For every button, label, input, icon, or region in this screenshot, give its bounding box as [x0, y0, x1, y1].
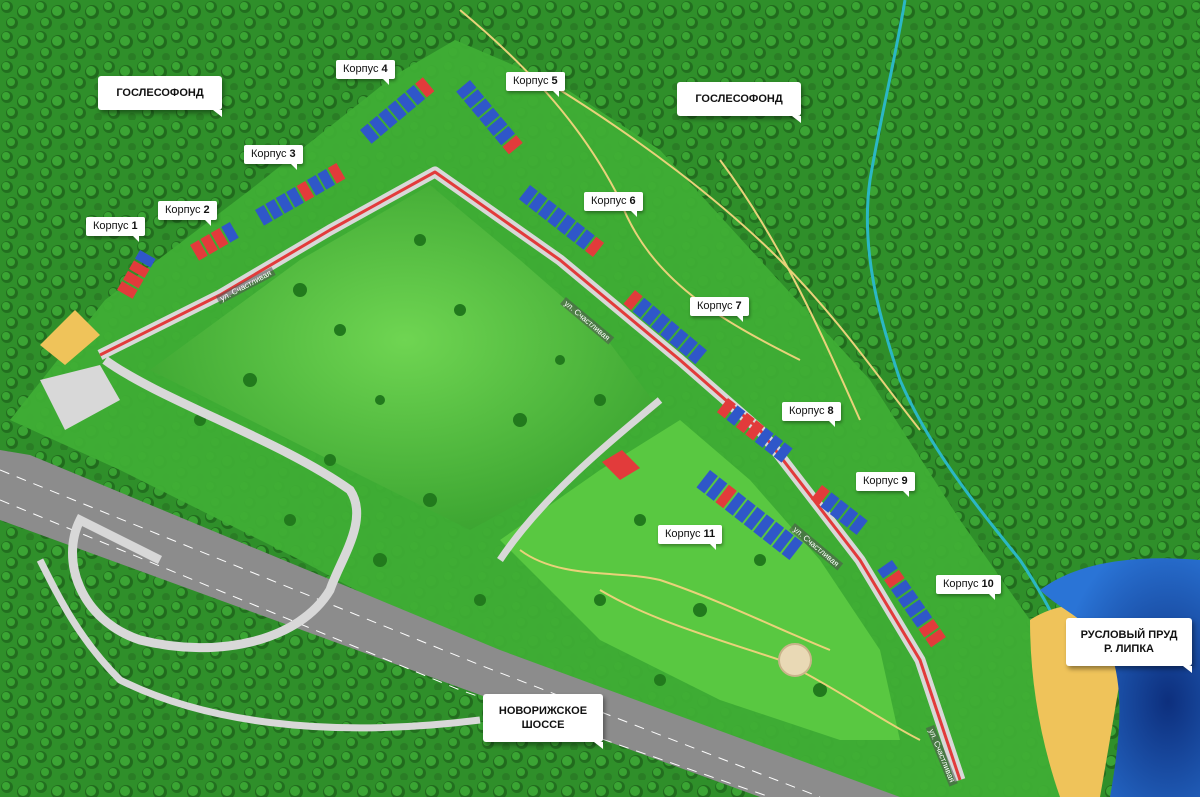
- road-to-korpus-11: [497, 397, 663, 562]
- korpus-label: Корпус: [697, 300, 733, 312]
- korpus-number: 1: [131, 220, 138, 232]
- korpus-label: Корпус: [343, 63, 379, 75]
- korpus-label: Корпус: [591, 195, 627, 207]
- pond-water: [1040, 558, 1200, 797]
- parking-lot: [40, 365, 120, 430]
- korpus-number: 6: [629, 195, 636, 207]
- korpus-number: 4: [381, 63, 388, 75]
- meadow-trees: [194, 234, 827, 697]
- pond-line-1: РУСЛОВЫЙ ПРУД: [1080, 629, 1178, 641]
- playground: [778, 643, 812, 677]
- gazebo-roof: [602, 450, 640, 480]
- highway-lane-2: [0, 499, 771, 797]
- building-row-4: [360, 77, 435, 144]
- building-row-3: [255, 163, 346, 226]
- pond-line-2: Р. ЛИПКА: [1104, 643, 1154, 655]
- building-row-9: [810, 485, 868, 535]
- forest-left-label: ГОСЛЕСОФОНД: [98, 76, 222, 117]
- korpus-number: 10: [981, 578, 994, 590]
- korpus-number: 5: [551, 75, 558, 87]
- korpus-label: Корпус: [513, 75, 549, 87]
- building-row-1: [117, 250, 156, 299]
- main-street-centerline: [99, 170, 962, 781]
- highway: [0, 450, 900, 797]
- central-meadow: [150, 185, 660, 530]
- building-row-5: [456, 80, 523, 155]
- building-row-7: [623, 290, 708, 365]
- korpus-number: 2: [203, 204, 210, 216]
- korpus-number: 3: [289, 148, 296, 160]
- korpus-label: Корпус: [863, 475, 899, 487]
- korpus-label: Корпус: [251, 148, 287, 160]
- korpus-number: 9: [901, 475, 908, 487]
- korpus-label: Корпус: [943, 578, 979, 590]
- korpus-label: Корпус: [789, 405, 825, 417]
- southwest-ramp: [36, 558, 481, 732]
- service-road-loop: [68, 356, 362, 653]
- highway-line-1: НОВОРИЖСКОЕ: [498, 705, 588, 717]
- pond-label: РУСЛОВЫЙ ПРУД Р. ЛИПКА: [1066, 618, 1192, 673]
- highway-label: НОВОРИЖСКОЕ ШОССЕ: [483, 694, 603, 749]
- stream: [865, 0, 1062, 631]
- korpus-label: Корпус: [93, 220, 129, 232]
- korpus-label: Корпус: [165, 204, 201, 216]
- building-row-6: [518, 185, 605, 258]
- korpus-number: 11: [703, 528, 716, 540]
- building-row-2: [190, 222, 239, 261]
- forest-left-text: ГОСЛЕСОФОНД: [116, 87, 204, 99]
- korpus-number: 7: [735, 300, 742, 312]
- forest-right-text: ГОСЛЕСОФОНД: [695, 93, 783, 105]
- korpus-label: Корпус: [665, 528, 701, 540]
- sports-ground: [40, 310, 100, 365]
- forest-right-label: ГОСЛЕСОФОНД: [677, 82, 801, 123]
- building-row-8: [716, 398, 793, 463]
- highway-lane-1: [0, 469, 821, 797]
- korpus-number: 8: [827, 405, 834, 417]
- highway-line-2: ШОССЕ: [521, 719, 565, 731]
- building-row-11: [696, 470, 803, 560]
- building-row-10: [877, 560, 946, 648]
